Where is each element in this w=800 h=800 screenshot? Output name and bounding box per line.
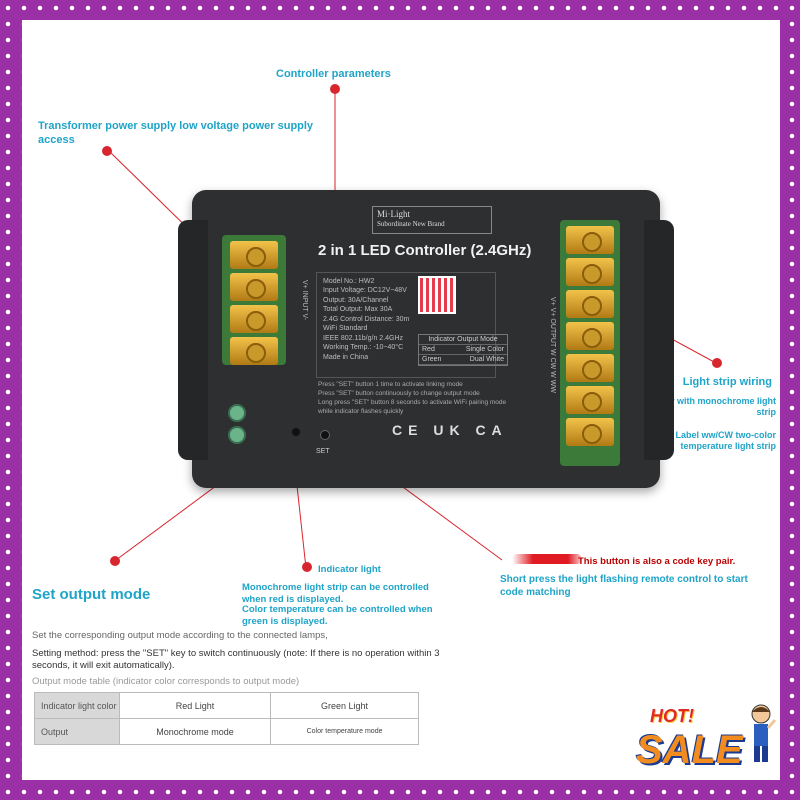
callout-controller-parameters: Controller parameters	[276, 68, 391, 80]
indicator-table-header-text: Indicator Output Mode	[428, 336, 498, 343]
power-connector	[228, 404, 268, 444]
spec-line: Input Voltage: DC12V~48V	[323, 287, 407, 295]
spec-line: Working Temp.: -10~40°C	[323, 344, 404, 352]
red-dot	[330, 84, 340, 94]
output-terminal-block	[560, 220, 620, 466]
indicator-led	[292, 428, 300, 436]
table-row: Output Monochrome mode Color temperature…	[34, 718, 419, 745]
power-terminal	[228, 404, 246, 422]
input-terminal-block	[222, 235, 286, 365]
led-controller-device: V+ INPUT V- V+ V+ OUTPUT W CW W WW Mi·Li…	[178, 190, 674, 488]
qr-code-icon	[418, 276, 456, 314]
spec-line: WiFi Standard	[323, 325, 368, 333]
terminal-screw	[566, 290, 614, 318]
terminal-screw	[230, 337, 278, 365]
terminal-screw	[566, 418, 614, 446]
set-button[interactable]	[320, 430, 330, 440]
indicator-table-row: Green Dual White	[419, 355, 507, 365]
spec-line: IEEE 802.11b/g/n 2.4GHz	[323, 334, 404, 342]
terminal-screw	[230, 241, 278, 269]
device-title: 2 in 1 LED Controller (2.4GHz)	[318, 242, 532, 259]
section-line-1: Set the corresponding output mode accord…	[32, 630, 328, 641]
red-highlight-streak	[512, 554, 582, 564]
certification-marks: CE UK CA	[392, 422, 508, 438]
section-title: Set output mode	[32, 586, 151, 603]
indicator-color: Red	[422, 346, 435, 353]
red-dot	[302, 562, 312, 572]
terminal-screw	[566, 322, 614, 350]
spec-line: Output: 30A/Channel	[323, 296, 389, 304]
section-line-2: Setting method: press the "SET" key to s…	[32, 648, 440, 672]
callout-marked-ww: Marked w/w with monochrome light strip	[623, 396, 776, 418]
output-port-label: V+ V+ OUTPUT W CW W WW	[549, 297, 556, 393]
callout-mono-controlled: Monochrome light strip can be controlled…	[242, 582, 429, 605]
indicator-mode: Single Color	[465, 346, 504, 353]
table-cell: Monochrome mode	[118, 718, 272, 745]
terminal-screw	[230, 273, 278, 301]
hot-sale-badge: HOT! SALE	[628, 702, 778, 782]
spec-line: 2.4G Control Distance: 30m	[323, 315, 410, 323]
terminal-screw	[566, 386, 614, 414]
brand-name: Mi·Light	[377, 209, 410, 219]
table-cell: Indicator light color	[34, 692, 120, 719]
table-cell: Green Light	[270, 692, 419, 719]
red-dot	[110, 556, 120, 566]
usage-notes: Press "SET" button 1 time to activate li…	[318, 380, 518, 416]
section-line-3: Output mode table (indicator color corre…	[32, 676, 300, 687]
table-cell: Color temperature mode	[270, 718, 419, 745]
usage-note: Long press "SET" button 8 seconds to act…	[318, 399, 507, 416]
callout-label-ww-cw: Label ww/CW two-color temperature light …	[675, 430, 777, 452]
input-port-label: V+ INPUT V-	[301, 279, 308, 321]
terminal-screw	[566, 226, 614, 254]
brand-label: Mi·Light Subordinate New Brand	[372, 206, 492, 234]
callout-short-press: Short press the light flashing remote co…	[500, 574, 748, 598]
callout-indicator-light: Indicator light	[318, 564, 381, 575]
red-dot	[712, 358, 722, 368]
power-terminal	[228, 426, 246, 444]
red-dot	[102, 146, 112, 156]
output-mode-table: Indicator light color Red Light Green Li…	[34, 692, 419, 745]
spec-line: Model No.: HW2	[323, 278, 375, 285]
indicator-table-header: Indicator Output Mode	[419, 335, 507, 345]
brand-tagline: Subordinate New Brand	[377, 219, 445, 228]
mounting-bracket-right	[644, 220, 674, 460]
table-row: Indicator light color Red Light Green Li…	[34, 692, 419, 719]
callout-color-temp-controlled: Color temperature can be controlled when…	[242, 604, 433, 627]
spec-line: Total Output: Max 30A	[323, 306, 393, 314]
callout-strip-wiring: Light strip wiring	[682, 376, 772, 388]
table-cell: Output	[34, 718, 120, 745]
terminal-screw	[566, 258, 614, 286]
spec-panel: Model No.: HW2 Input Voltage: DC12V~48V …	[316, 272, 496, 378]
terminal-screw	[566, 354, 614, 382]
mounting-bracket-left	[178, 220, 208, 460]
callout-code-key-pair: This button is also a code key pair.	[578, 556, 736, 567]
terminal-screw	[230, 305, 278, 333]
hot-label: HOT!	[650, 706, 694, 726]
usage-note: Press "SET" button continuously to chang…	[318, 390, 480, 398]
product-image: Controller parameters Transformer power …	[22, 20, 780, 780]
mascot-icon	[751, 704, 776, 762]
sale-label: SALE	[636, 728, 743, 772]
usage-note: Press "SET" button 1 time to activate li…	[318, 381, 463, 388]
table-cell: Red Light	[118, 692, 272, 719]
set-button-label: SET	[316, 448, 330, 455]
indicator-table-row: Red Single Color	[419, 345, 507, 355]
indicator-color: Green	[422, 356, 442, 363]
callout-transformer-supply: Transformer power supply low voltage pow…	[38, 120, 314, 146]
indicator-output-table: Indicator Output Mode Red Single Color Gr…	[418, 334, 508, 366]
spec-line: Made in China	[323, 353, 369, 361]
indicator-mode: Dual White	[469, 356, 504, 363]
